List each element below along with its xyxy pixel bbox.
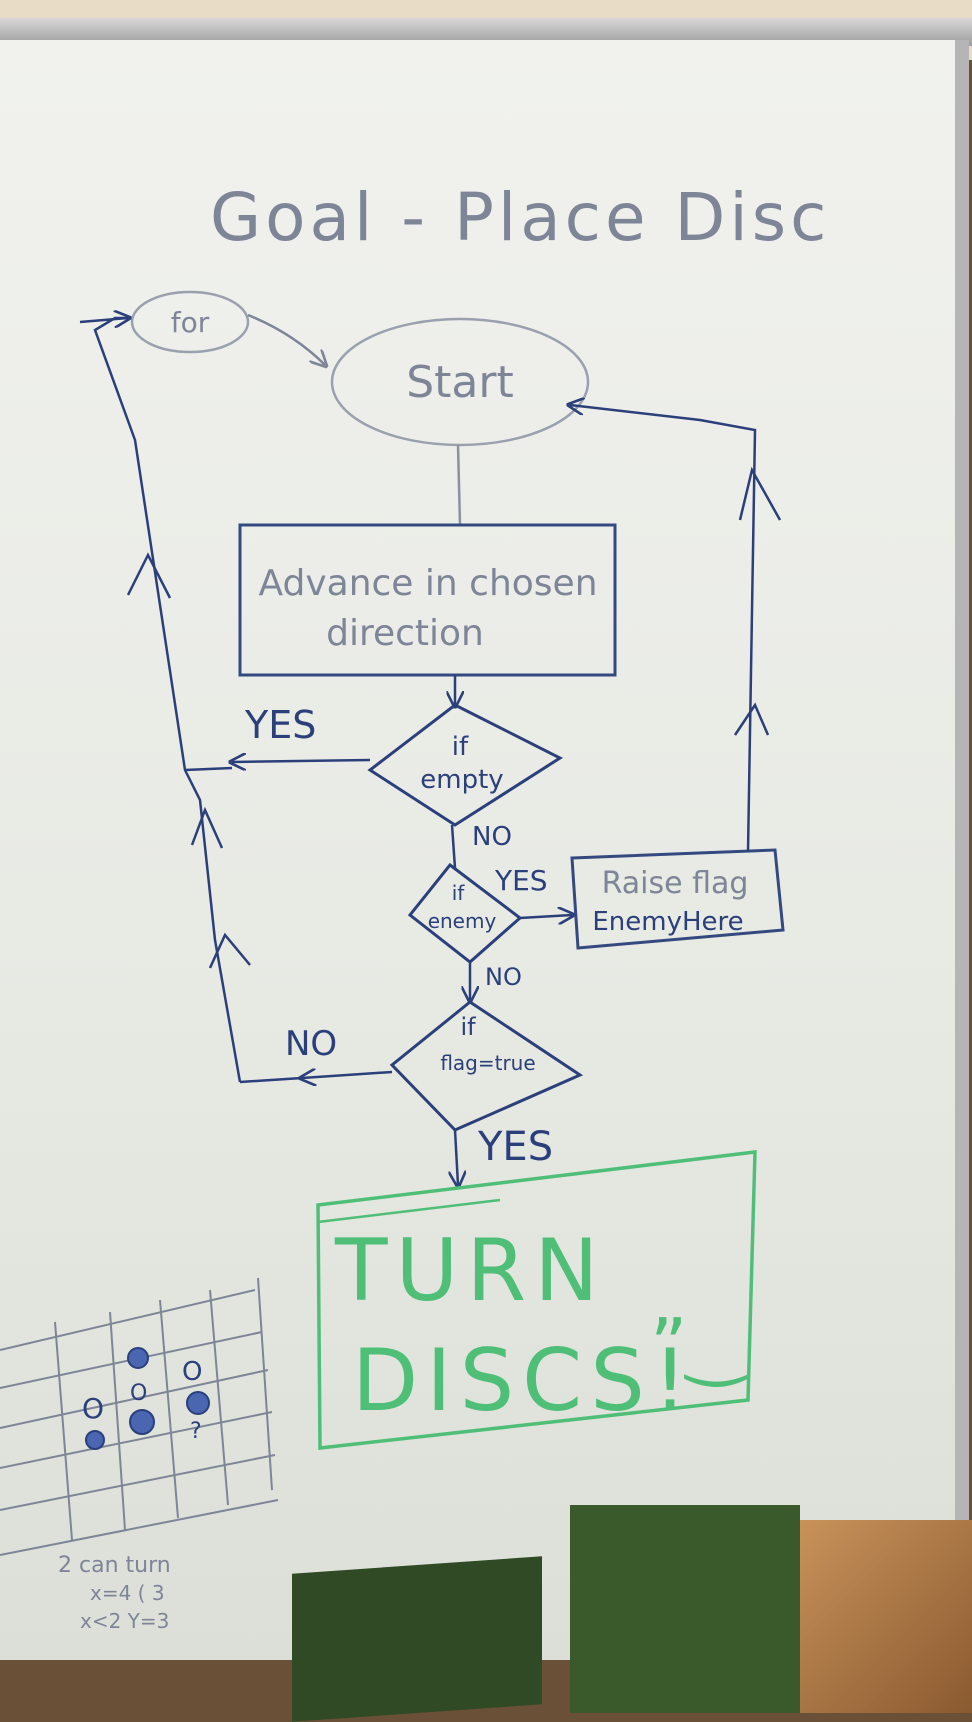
raise-flag-label-line1: Raise flag bbox=[602, 866, 749, 901]
empty-no-line bbox=[450, 824, 457, 869]
for-to-start-arrow bbox=[247, 313, 325, 365]
flag-yes-arrow bbox=[455, 1129, 458, 1185]
grid-note-line1: 2 can turn bbox=[58, 1553, 171, 1578]
flag-no-label: NO bbox=[285, 1024, 337, 1064]
game-grid-sketch bbox=[0, 1277, 279, 1556]
turn-discs-label-line2: DISCS! bbox=[352, 1331, 695, 1431]
if-enemy-label-line1: if bbox=[452, 881, 466, 905]
enemy-yes-label: YES bbox=[494, 864, 548, 897]
smiley-face: ˮ‿ bbox=[650, 1303, 748, 1387]
empty-no-label: NO bbox=[472, 822, 512, 852]
empty-yes-label: YES bbox=[244, 703, 316, 747]
flag-no-arrow bbox=[302, 1072, 393, 1078]
disc-dark bbox=[127, 1347, 149, 1369]
grid-mark: O bbox=[182, 1357, 202, 1387]
if-enemy-label-line2: enemy bbox=[428, 909, 497, 933]
empty-yes-arrow bbox=[232, 760, 371, 762]
flag-no-connector bbox=[239, 1076, 303, 1084]
disc-dark bbox=[186, 1391, 210, 1415]
start-to-advance-line bbox=[456, 444, 462, 526]
advance-label-line1: Advance in chosen bbox=[258, 563, 597, 604]
grid-mark: ? bbox=[190, 1419, 202, 1444]
disc-dark bbox=[129, 1409, 155, 1435]
enemy-no-label: NO bbox=[485, 963, 522, 991]
loop-up-chevron-3 bbox=[208, 932, 251, 969]
raise-flag-box bbox=[570, 848, 785, 950]
grid-note-line2: x=4 ( 3 bbox=[90, 1581, 165, 1605]
start-node bbox=[330, 317, 590, 447]
flag-up-chevron-1 bbox=[733, 702, 770, 736]
turn-discs-box-inner-line bbox=[317, 1198, 501, 1224]
raise-flag-label-line2: EnemyHere bbox=[592, 907, 743, 937]
if-empty-diamond bbox=[367, 703, 564, 827]
grid-mark: O bbox=[82, 1392, 104, 1425]
if-empty-label-line1: if bbox=[452, 732, 469, 762]
flag-yes-label: YES bbox=[477, 1124, 553, 1170]
turn-discs-box bbox=[316, 1150, 757, 1450]
grid-mark: O bbox=[130, 1381, 147, 1406]
loop-up-chevron-1 bbox=[126, 552, 172, 599]
for-label: for bbox=[171, 306, 210, 339]
advance-box bbox=[238, 523, 617, 677]
loop-to-for-arrow bbox=[79, 318, 128, 322]
empty-yes-connector bbox=[184, 766, 233, 772]
disc-dark bbox=[85, 1430, 105, 1450]
flag-up-chevron-2 bbox=[738, 466, 782, 521]
loop-up-chevron-2 bbox=[190, 806, 224, 849]
whiteboard bbox=[0, 40, 969, 1660]
if-flag-label-line2: flag=true bbox=[440, 1051, 535, 1075]
advance-label-line2: direction bbox=[326, 613, 484, 654]
enemy-yes-arrow bbox=[519, 915, 572, 918]
flowchart-title: Goal - Place Disc bbox=[210, 179, 830, 256]
wooden-chair bbox=[800, 1520, 972, 1713]
turn-discs-label-line1: TURN bbox=[334, 1221, 607, 1321]
grid-note-line3: x<2 Y=3 bbox=[80, 1609, 169, 1633]
flag-to-start-line bbox=[570, 405, 757, 853]
if-flag-label-line1: if bbox=[460, 1013, 476, 1041]
if-empty-label-line2: empty bbox=[420, 765, 503, 795]
green-book bbox=[570, 1505, 800, 1713]
green-book bbox=[292, 1556, 542, 1722]
loop-back-line bbox=[93, 316, 242, 1083]
start-label: Start bbox=[406, 357, 514, 408]
